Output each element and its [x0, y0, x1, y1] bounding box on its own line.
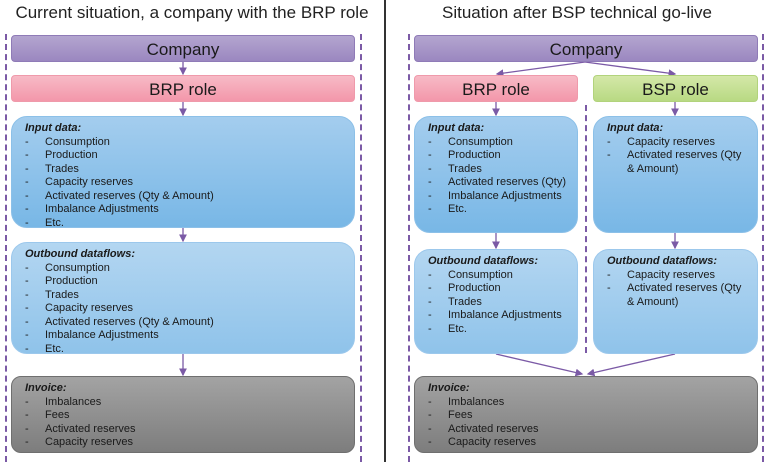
left-input-data-box: Input data: ConsumptionProductionTradesCa… — [11, 116, 355, 231]
list-item: Capacity reserves — [607, 269, 747, 283]
item-list: ConsumptionProductionTradesActivated res… — [428, 136, 567, 217]
list-item: Trades — [25, 163, 344, 177]
list-item: Trades — [428, 296, 567, 310]
list-item: Capacity reserves — [25, 302, 344, 316]
list-item: Trades — [428, 163, 567, 177]
box-heading: Input data: — [428, 122, 485, 134]
arrow-company-to-bsp — [584, 61, 677, 78]
list-item: Consumption — [25, 262, 344, 276]
right-bsp-input-data-box: Input data: Capacity reservesActivated re… — [593, 116, 758, 233]
list-item: Consumption — [25, 136, 344, 150]
box-heading: Input data: — [25, 122, 82, 134]
list-item: Activated reserves (Qty & Amount) — [25, 316, 344, 330]
left-company-box: Company — [11, 35, 355, 62]
list-item: Etc. — [25, 343, 344, 357]
list-item: Activated reserves — [25, 423, 344, 437]
right-boundary-dashed-line — [762, 34, 764, 462]
list-item: Production — [428, 282, 567, 296]
right-brp-outbound-dataflows-box: Outbound dataflows: ConsumptionProduction… — [414, 249, 578, 354]
list-item: Production — [25, 275, 344, 289]
arrow-brp-outbound-to-invoice — [495, 353, 584, 377]
list-item: Activated reserves — [428, 423, 747, 437]
list-item: Activated reserves (Qty) — [428, 176, 567, 190]
arrow-bsp-outbound-to-invoice — [586, 353, 676, 377]
item-list: ImbalancesFeesActivated reservesCapacity… — [25, 396, 344, 450]
box-heading: Invoice: — [25, 382, 67, 394]
list-item: Activated reserves (Qty & Amount) — [607, 282, 747, 309]
list-item: Trades — [25, 289, 344, 303]
left-outbound-dataflows-box: Outbound dataflows: ConsumptionProduction… — [11, 242, 355, 357]
list-item: Capacity reserves — [25, 176, 344, 190]
list-item: Fees — [25, 409, 344, 423]
box-heading: Outbound dataflows: — [607, 255, 717, 267]
right-title: Situation after BSP technical go-live — [442, 3, 712, 22]
list-item: Capacity reserves — [607, 136, 747, 150]
list-item: Activated reserves (Qty & Amount) — [607, 149, 747, 176]
left-brp-role-box: BRP role — [11, 75, 355, 102]
item-list: Capacity reservesActivated reserves (Qty… — [607, 136, 747, 177]
right-company-box: Company — [414, 35, 758, 62]
item-list: Capacity reservesActivated reserves (Qty… — [607, 269, 747, 310]
list-item: Production — [428, 149, 567, 163]
list-item: Fees — [428, 409, 747, 423]
box-heading: Invoice: — [428, 382, 470, 394]
list-item: Etc. — [25, 217, 344, 231]
right-bsp-role-box: BSP role — [593, 75, 758, 102]
list-item: Consumption — [428, 269, 567, 283]
right-boundary-dashed-line — [408, 34, 410, 462]
box-heading: Outbound dataflows: — [25, 248, 135, 260]
left-boundary-dashed-line — [5, 34, 7, 462]
box-heading: Outbound dataflows: — [428, 255, 538, 267]
right-invoice-box: Invoice: ImbalancesFeesActivated reserves… — [414, 376, 758, 453]
right-brp-input-data-box: Input data: ConsumptionProductionTradesAc… — [414, 116, 578, 233]
list-item: Imbalance Adjustments — [428, 309, 567, 323]
item-list: ImbalancesFeesActivated reservesCapacity… — [428, 396, 747, 450]
list-item: Capacity reserves — [25, 436, 344, 450]
list-item: Imbalance Adjustments — [25, 203, 344, 217]
box-heading: Input data: — [607, 122, 664, 134]
item-list: ConsumptionProductionTradesCapacity rese… — [25, 136, 344, 231]
list-item: Imbalances — [25, 396, 344, 410]
list-item: Capacity reserves — [428, 436, 747, 450]
list-item: Imbalances — [428, 396, 747, 410]
panel-divider — [384, 0, 386, 462]
right-brp-role-box: BRP role — [414, 75, 578, 102]
list-item: Production — [25, 149, 344, 163]
left-invoice-box: Invoice: ImbalancesFeesActivated reserves… — [11, 376, 355, 453]
item-list: ConsumptionProductionTradesCapacity rese… — [25, 262, 344, 357]
left-title: Current situation, a company with the BR… — [15, 3, 369, 22]
list-item: Imbalance Adjustments — [428, 190, 567, 204]
role-separator-dashed-line — [585, 105, 587, 353]
list-item: Etc. — [428, 203, 567, 217]
list-item: Etc. — [428, 323, 567, 337]
list-item: Imbalance Adjustments — [25, 329, 344, 343]
list-item: Activated reserves (Qty & Amount) — [25, 190, 344, 204]
list-item: Consumption — [428, 136, 567, 150]
left-boundary-dashed-line — [360, 34, 362, 462]
right-bsp-outbound-dataflows-box: Outbound dataflows: Capacity reservesActi… — [593, 249, 758, 354]
arrow-company-to-brp — [495, 61, 586, 77]
item-list: ConsumptionProductionTradesImbalance Adj… — [428, 269, 567, 337]
